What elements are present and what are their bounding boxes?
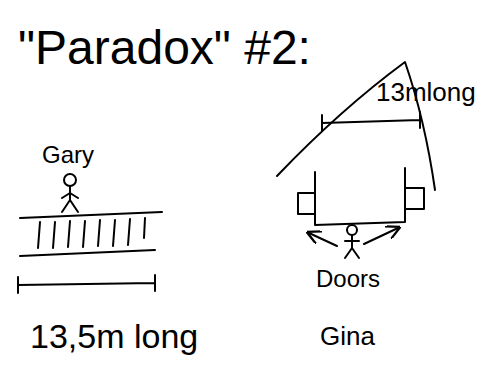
dimension-label: 13mlong [376,78,476,107]
ladder-rail [20,212,162,218]
arrow [309,233,337,246]
dimension-label: 13,5m long [30,318,198,355]
dimension-line [18,275,155,293]
barn-door [405,188,424,209]
part-label: Doors [316,266,380,292]
person-name: Gina [320,322,375,351]
barn-walls [315,168,405,225]
gina-head [347,225,357,235]
arrow [364,228,398,244]
ladder-rail [20,250,155,256]
ladder-rungs [38,218,145,248]
gary-body [62,186,78,212]
barn-door [298,193,315,214]
dimension-line [322,112,420,131]
person-name: Gary [42,142,94,168]
title: "Paradox" #2: [18,22,311,75]
gina-body [345,235,359,258]
gary-head [64,174,76,186]
